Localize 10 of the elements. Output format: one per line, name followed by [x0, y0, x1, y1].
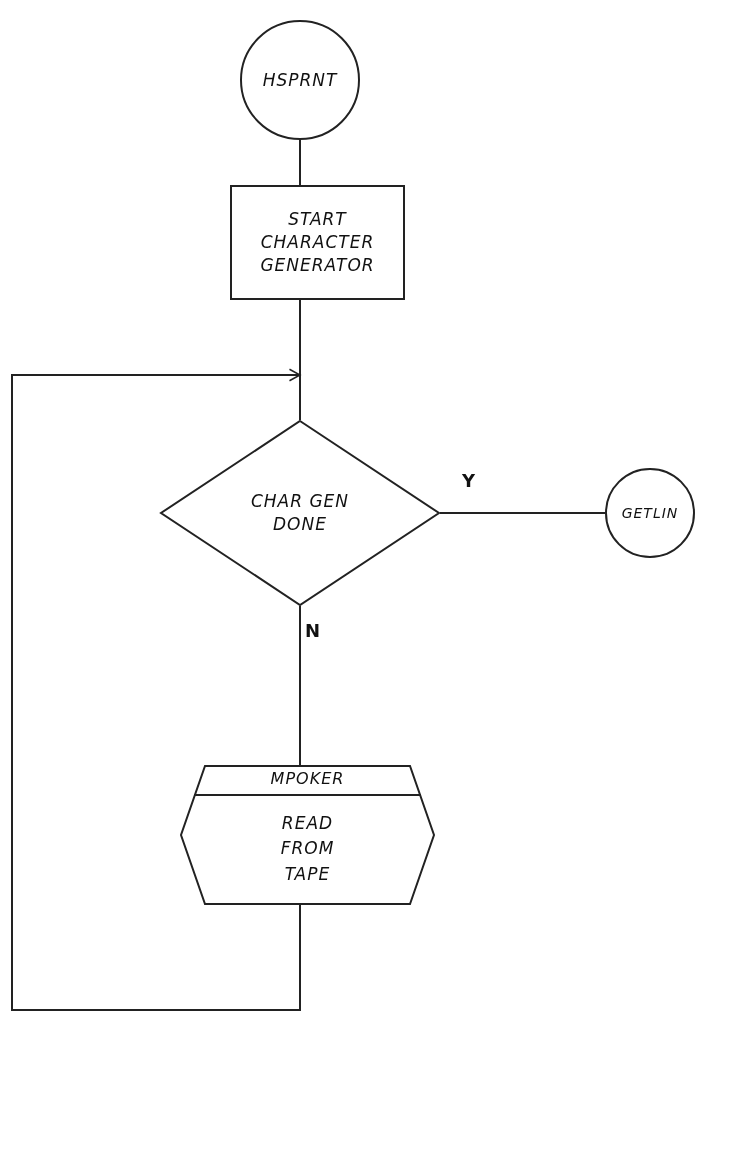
process-box	[230, 185, 405, 300]
node-text: HSPRNT	[262, 68, 338, 92]
connector-line	[299, 139, 301, 186]
subroutine-name: MPOKER	[269, 769, 346, 788]
node-text: CHAR GEN DONE	[249, 490, 351, 536]
connector-line	[439, 512, 606, 514]
node-text: START CHARACTER GENERATOR	[259, 208, 376, 277]
node-text: GETLIN	[621, 503, 679, 523]
connector-line	[299, 605, 301, 766]
node-text: READ FROM TAPE	[279, 811, 336, 886]
